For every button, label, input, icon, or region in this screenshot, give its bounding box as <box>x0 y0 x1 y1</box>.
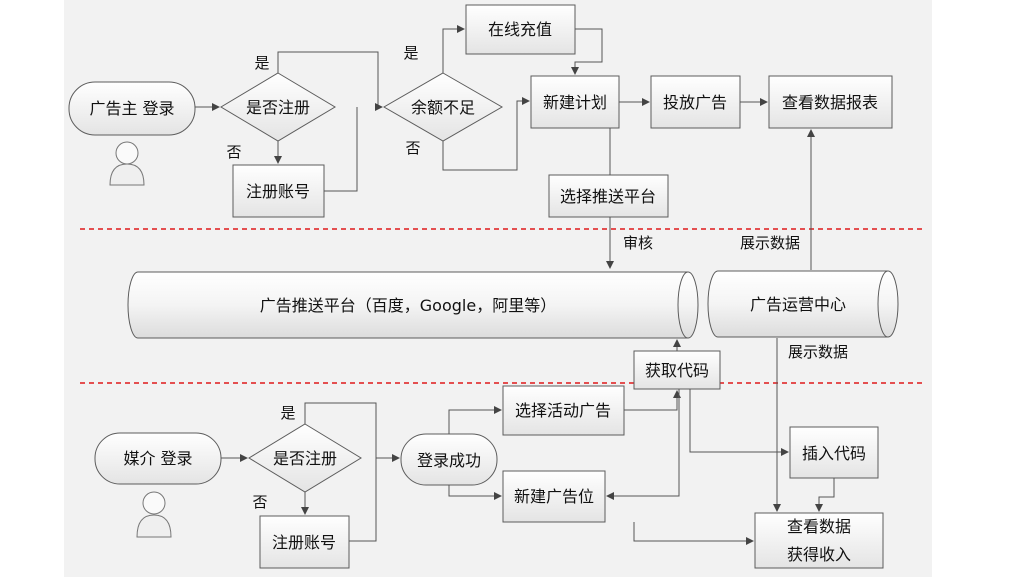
get-code-label: 获取代码 <box>645 361 709 380</box>
insert-code-label: 插入代码 <box>802 444 866 463</box>
media-login-label: 媒介 登录 <box>123 449 192 468</box>
new-slot-box[interactable] <box>502 470 606 523</box>
edge-recharge-to-plan <box>571 28 603 75</box>
advertiser-yes-label: 是 <box>254 54 269 72</box>
choose-platform-box[interactable] <box>548 174 669 218</box>
edge-choose-ads-to-getcode <box>624 390 681 411</box>
edge-insert-to-income <box>815 478 835 512</box>
edge-register-to-balance <box>324 107 358 192</box>
choose-platform-label: 选择推送平台 <box>560 187 656 206</box>
edge-login-to-new-slot <box>448 485 502 500</box>
media-register-box[interactable] <box>259 515 350 569</box>
ops-center-cylinder-end <box>877 270 889 338</box>
get-code-box[interactable] <box>633 350 721 390</box>
push-platform-label: 广告推送平台（百度，Google，阿里等） <box>260 296 556 315</box>
advertiser-login-node[interactable] <box>68 81 196 136</box>
view-report-box[interactable] <box>768 75 893 129</box>
edge-balance-no <box>442 97 530 171</box>
media-user-icon <box>136 491 172 538</box>
edge-registered-yes <box>277 51 383 111</box>
new-slot-label: 新建广告位 <box>514 487 594 506</box>
review-label: 审核 <box>623 234 653 252</box>
platform-show-data-label: 展示数据 <box>788 343 848 361</box>
edge-balance-yes <box>442 25 465 73</box>
edge-media-registered-yes <box>304 402 400 462</box>
view-income-box[interactable] <box>754 512 884 569</box>
view-report-label: 查看数据报表 <box>782 93 878 112</box>
view-income-line2: 获得收入 <box>787 545 851 564</box>
balance-no-label: 否 <box>405 139 420 157</box>
balance-label: 余额不足 <box>411 98 475 117</box>
platform-section: 广告推送平台（百度，Google，阿里等） 广告运营中心 展示数据 获取代码 <box>127 270 899 390</box>
push-platform-cylinder-end <box>677 271 689 339</box>
choose-ads-label: 选择活动广告 <box>515 401 611 420</box>
balance-yes-label: 是 <box>403 44 418 62</box>
edge-login-to-choose-ads <box>448 406 502 434</box>
choose-ads-box[interactable] <box>502 385 625 436</box>
media-yes-label: 是 <box>280 404 295 422</box>
new-plan-label: 新建计划 <box>543 93 607 112</box>
advertiser-registered-label: 是否注册 <box>246 98 310 117</box>
new-plan-box[interactable] <box>530 75 620 129</box>
media-section: 媒介 登录 是否注册 是 否 注册账号 登录成功 选择活动广告 新建广告位 插入… <box>94 338 884 569</box>
view-income-line1: 查看数据 <box>787 517 851 536</box>
serve-ads-label: 投放广告 <box>663 93 727 112</box>
user-icon <box>109 141 145 186</box>
edge-new-slot-to-income <box>633 522 754 545</box>
edge-media-register-to-login <box>349 458 377 542</box>
recharge-box[interactable] <box>465 4 576 55</box>
media-no-label: 否 <box>252 493 267 511</box>
advertiser-register-box[interactable] <box>232 164 325 218</box>
login-success-label: 登录成功 <box>417 451 481 470</box>
edge-getcode-to-insert <box>689 389 789 456</box>
recharge-label: 在线充值 <box>488 20 552 39</box>
advertiser-login-label: 广告主 登录 <box>89 99 174 118</box>
edge-getcode-to-new-slot <box>606 389 680 500</box>
media-registered-label: 是否注册 <box>273 449 337 468</box>
advertiser-section: 广告主 登录 是否注册 是 否 注册账号 余额不足 是 否 在线充值 新建计划 … <box>68 4 893 270</box>
serve-ads-box[interactable] <box>650 75 741 129</box>
insert-code-box[interactable] <box>789 426 879 479</box>
advertiser-register-label: 注册账号 <box>246 182 310 201</box>
ops-center-label: 广告运营中心 <box>750 295 846 314</box>
media-register-label: 注册账号 <box>272 533 336 552</box>
advertiser-no-label: 否 <box>226 143 241 161</box>
advertiser-show-data-label: 展示数据 <box>740 234 800 252</box>
